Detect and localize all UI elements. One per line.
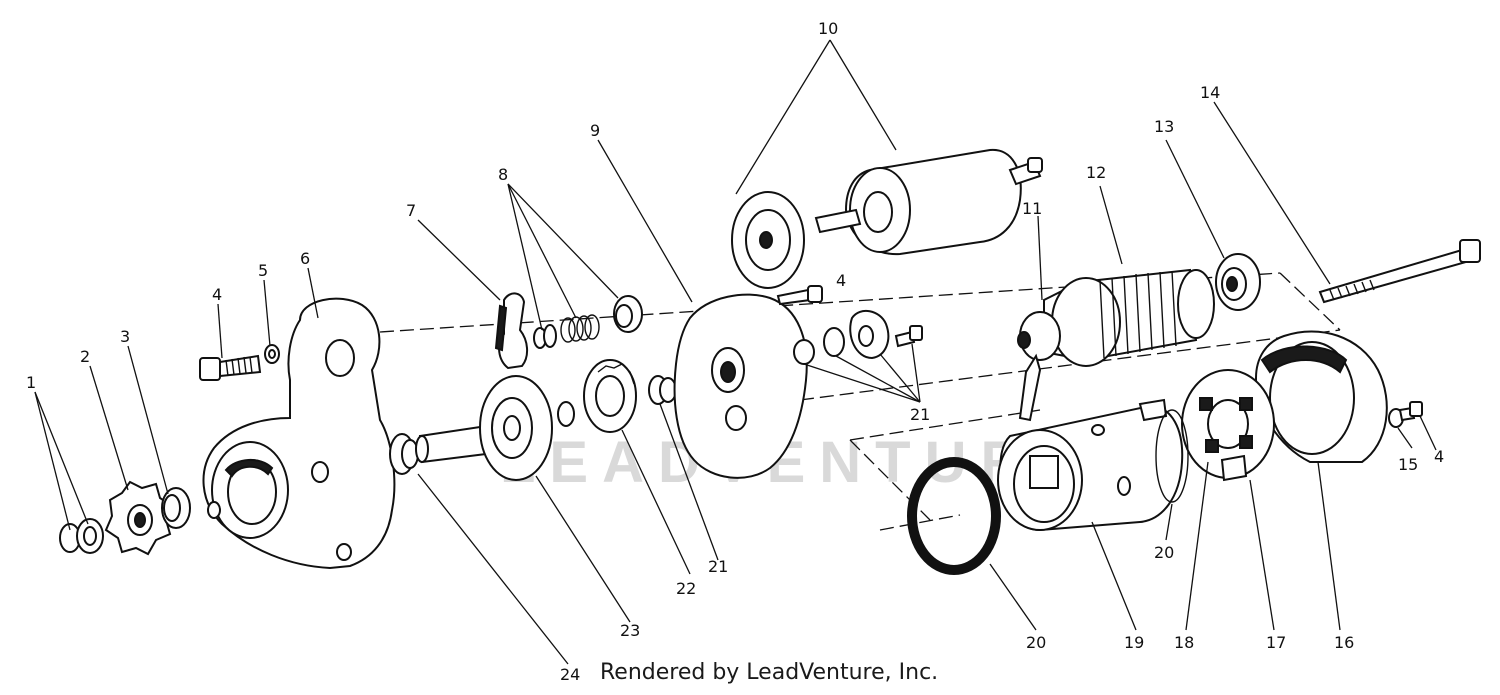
credit-text: Rendered by LeadVenture, Inc.	[600, 660, 939, 685]
callout-labels: 1 2 3 4 5 6 7 8 9 10 4 11 12 13 14 15 4 …	[26, 19, 1444, 684]
callout-13: 13	[1154, 117, 1174, 136]
part-20-seal-right	[1155, 409, 1189, 503]
callout-18: 18	[1174, 633, 1194, 652]
callout-20-right: 20	[1154, 543, 1174, 562]
part-9-intermediate-plate	[673, 293, 808, 479]
callout-1: 1	[26, 373, 36, 392]
callout-19: 19	[1124, 633, 1144, 652]
part-3-collar	[161, 487, 191, 529]
callout-2: 2	[80, 347, 90, 366]
part-1-snap-rings	[59, 518, 104, 554]
part-21-gasket-set	[793, 309, 923, 365]
callout-4-left: 4	[212, 285, 222, 304]
part-4-bolt-left	[199, 354, 262, 381]
callout-16: 16	[1334, 633, 1354, 652]
part-4-bolt-center	[776, 285, 823, 306]
part-21-washer-center	[648, 375, 677, 405]
callout-5: 5	[258, 261, 268, 280]
part-20-oring-left	[907, 457, 1001, 575]
part-6-drive-housing	[202, 297, 419, 570]
part-19-yoke	[997, 353, 1184, 532]
callout-17: 17	[1266, 633, 1286, 652]
callout-21-right: 21	[910, 405, 930, 424]
part-10-solenoid	[731, 148, 1043, 289]
callout-15: 15	[1398, 455, 1418, 474]
callout-10: 10	[818, 19, 838, 38]
callout-4-right: 4	[1434, 447, 1444, 466]
part-8-springs	[533, 295, 643, 349]
callout-8: 8	[498, 165, 508, 184]
callout-20-left: 20	[1026, 633, 1046, 652]
callout-12: 12	[1086, 163, 1106, 182]
part-2-pinion-gear	[104, 480, 174, 556]
part-5-washer	[264, 344, 280, 364]
callout-7: 7	[406, 201, 416, 220]
part-14-through-bolt	[1318, 239, 1481, 304]
part-7-shift-lever	[494, 292, 528, 370]
callout-4-center: 4	[836, 271, 846, 290]
part-23-drive-shaft	[415, 375, 575, 481]
part-16-end-cover	[1254, 330, 1388, 463]
callout-23: 23	[620, 621, 640, 640]
part-13-bearing	[1215, 253, 1261, 311]
callout-22: 22	[676, 579, 696, 598]
callout-21-center: 21	[708, 557, 728, 576]
part-22-clutch	[583, 359, 637, 433]
callout-11: 11	[1022, 199, 1042, 218]
callout-14: 14	[1200, 83, 1220, 102]
callout-9: 9	[590, 121, 600, 140]
callout-6: 6	[300, 249, 310, 268]
callout-24: 24	[560, 665, 580, 684]
part-15-washer-screw	[1388, 401, 1423, 428]
callout-3: 3	[120, 327, 130, 346]
part-17-brush-holder	[1181, 369, 1275, 482]
part-12-armature	[1017, 268, 1215, 367]
leader-lines	[34, 39, 1437, 665]
